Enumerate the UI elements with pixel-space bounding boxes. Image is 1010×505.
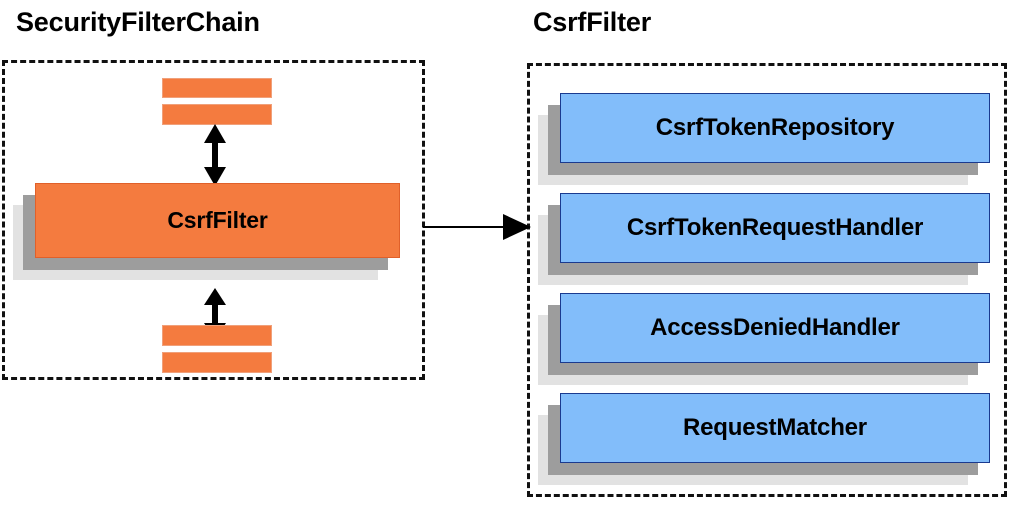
component-label: CsrfFilter bbox=[167, 207, 268, 233]
panel-title-security-filter-chain: SecurityFilterChain bbox=[16, 7, 260, 37]
card-face[interactable]: RequestMatcher bbox=[560, 393, 990, 463]
component-requestmatcher-card[interactable]: RequestMatcher bbox=[538, 393, 990, 485]
arrow-upper-double-vertical bbox=[204, 124, 226, 186]
card-face[interactable]: CsrfFilter bbox=[35, 183, 400, 258]
component-csrftokenrequesthandler-card[interactable]: CsrfTokenRequestHandler bbox=[538, 193, 990, 285]
card-face[interactable]: AccessDeniedHandler bbox=[560, 293, 990, 363]
connector-arrow-to-csrf-filter bbox=[423, 214, 531, 240]
panel-title-csrf-filter: CsrfFilter bbox=[533, 7, 652, 37]
csrf-filter-container bbox=[527, 63, 1007, 497]
filter-bar-top-1 bbox=[162, 78, 272, 98]
filter-bar-bottom-2 bbox=[162, 352, 272, 373]
card-face[interactable]: CsrfTokenRepository bbox=[560, 93, 990, 163]
security-filter-chain-container bbox=[2, 60, 425, 380]
filter-bar-top-2 bbox=[162, 104, 272, 125]
component-label: CsrfTokenRepository bbox=[655, 114, 895, 141]
component-label: CsrfTokenRequestHandler bbox=[626, 214, 924, 241]
component-label: RequestMatcher bbox=[683, 414, 867, 441]
component-label: AccessDeniedHandler bbox=[650, 314, 900, 341]
component-csrftokenrepository-card[interactable]: CsrfTokenRepository bbox=[538, 93, 990, 185]
card-face[interactable]: CsrfTokenRequestHandler bbox=[560, 193, 990, 263]
filter-bar-bottom-1 bbox=[162, 325, 272, 346]
component-csrffilter-card[interactable]: CsrfFilter bbox=[13, 183, 400, 280]
component-accessdeniedhandler-card[interactable]: AccessDeniedHandler bbox=[538, 293, 990, 385]
